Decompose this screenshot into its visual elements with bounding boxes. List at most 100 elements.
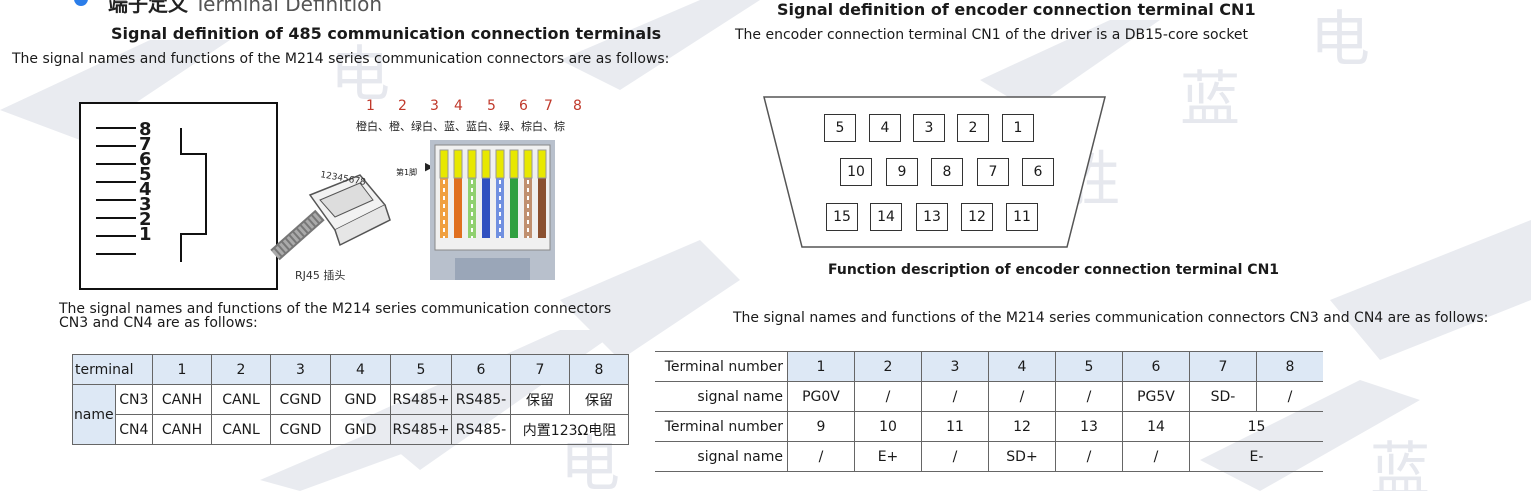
table-row: CN4 CANH CANL CGND GND RS485+ RS485- 内置1… bbox=[73, 414, 629, 445]
table-cell: 5 bbox=[1055, 351, 1123, 382]
cn3-cn4-signal-table: terminal 1 2 3 4 5 6 7 8 name CN3 CANH C… bbox=[72, 354, 629, 445]
header-bullet bbox=[74, 0, 88, 6]
db15-pin: 7 bbox=[977, 158, 1009, 186]
table-header-cell: 4 bbox=[330, 354, 391, 385]
table-cell: 13 bbox=[1055, 411, 1123, 442]
table-cell: / bbox=[1122, 441, 1190, 472]
encoder-signal-table: Terminal number 1 2 3 4 5 6 7 8 signal n… bbox=[655, 351, 1323, 472]
db15-pin: 14 bbox=[870, 203, 902, 231]
table-header-terminal: terminal bbox=[72, 354, 153, 385]
left-subtitle: The signal names and functions of the M2… bbox=[12, 51, 670, 67]
watermark-char-4: 蓝 bbox=[1180, 65, 1240, 135]
table-header-cell: 7 bbox=[510, 354, 570, 385]
table-cell: CANL bbox=[211, 384, 271, 415]
table-cell: 14 bbox=[1122, 411, 1190, 442]
table-conn-cell: CN3 bbox=[114, 384, 154, 415]
row-label: Terminal number bbox=[655, 351, 788, 382]
db15-pin: 8 bbox=[931, 158, 963, 186]
header-partial-title: 端子定义 Terminal Definition bbox=[108, 0, 382, 17]
table-cell: / bbox=[921, 381, 989, 412]
db15-pin: 4 bbox=[869, 114, 901, 142]
pin-label: 5 bbox=[139, 164, 152, 185]
table-cell: / bbox=[1055, 441, 1123, 472]
table-row: signal name PG0V / / / / PG5V SD- / bbox=[655, 381, 1323, 412]
table-cell: 1 bbox=[787, 351, 855, 382]
table-cell: CGND bbox=[270, 384, 331, 415]
table-header-cell: 1 bbox=[152, 354, 212, 385]
table-cell: / bbox=[988, 381, 1056, 412]
rj45-pin-num: 4 bbox=[454, 98, 463, 114]
db15-pin: 9 bbox=[886, 158, 918, 186]
table-cell: / bbox=[921, 441, 989, 472]
pin-label: 3 bbox=[139, 194, 152, 215]
db15-pin: 10 bbox=[840, 158, 872, 186]
table-cell: CANH bbox=[152, 414, 212, 445]
table-cell: / bbox=[1055, 381, 1123, 412]
row-label: Terminal number bbox=[655, 411, 788, 442]
table-cell: PG5V bbox=[1122, 381, 1190, 412]
header-title-en: Terminal Definition bbox=[194, 0, 383, 16]
db15-pin: 1 bbox=[1002, 114, 1034, 142]
rj45-pin1-arrow-icon: ▶ bbox=[425, 160, 434, 173]
table-cell: GND bbox=[330, 414, 391, 445]
table-cell: CANH bbox=[152, 384, 212, 415]
rj45-pin-num: 7 bbox=[544, 98, 553, 114]
table-cell: RS485+ bbox=[390, 384, 452, 415]
table-cell: SD+ bbox=[988, 441, 1056, 472]
rj45-pin-num: 3 bbox=[430, 98, 439, 114]
table-cell: 内置123Ω电阻 bbox=[510, 414, 629, 445]
table-row: name CN3 CANH CANL CGND GND RS485+ RS485… bbox=[72, 384, 629, 445]
db15-pin: 2 bbox=[957, 114, 989, 142]
table-name-label: name bbox=[72, 384, 116, 445]
pin-label: 8 bbox=[139, 119, 152, 140]
rj45-jack-svg bbox=[96, 127, 207, 262]
rj45-plug-illustration: 12345678 RJ45 插头 bbox=[270, 170, 391, 282]
table-cell: E- bbox=[1189, 441, 1323, 472]
table-cell: 7 bbox=[1189, 351, 1257, 382]
db15-pin: 6 bbox=[1022, 158, 1054, 186]
watermark-char-3: 电 bbox=[1310, 5, 1370, 75]
rj45-pin1-label: 第1脚 bbox=[396, 168, 418, 177]
table-header-cell: 3 bbox=[270, 354, 331, 385]
table-header-cell: 2 bbox=[211, 354, 271, 385]
table-row: Terminal number 9 10 11 12 13 14 15 bbox=[655, 411, 1323, 442]
right-table-intro: The signal names and functions of the M2… bbox=[733, 310, 1489, 326]
table-row: signal name / E+ / SD+ / / E- bbox=[655, 441, 1323, 472]
rj45-wire-colors: 橙白、橙、绿白、蓝、蓝白、绿、棕白、棕 bbox=[356, 120, 565, 133]
table-cell: / bbox=[854, 381, 922, 412]
table-cell: 保留 bbox=[569, 384, 629, 415]
pin-label: 2 bbox=[139, 209, 152, 230]
table-header-cell: 6 bbox=[451, 354, 511, 385]
pin-label: 6 bbox=[139, 149, 152, 170]
db15-pin: 15 bbox=[826, 203, 858, 231]
table-cell: 9 bbox=[787, 411, 855, 442]
table-cell: 12 bbox=[988, 411, 1056, 442]
rj45-pin-num: 1 bbox=[366, 98, 375, 114]
table-cell: 15 bbox=[1189, 411, 1323, 442]
table-row: terminal 1 2 3 4 5 6 7 8 bbox=[72, 354, 629, 385]
pin-label: 7 bbox=[139, 134, 152, 155]
pin-label: 1 bbox=[139, 224, 152, 245]
db15-pin: 11 bbox=[1006, 203, 1038, 231]
table-cell: 4 bbox=[988, 351, 1056, 382]
table-header-cell: 8 bbox=[569, 354, 629, 385]
table-row: Terminal number 1 2 3 4 5 6 7 8 bbox=[655, 351, 1323, 382]
table-cell: / bbox=[787, 441, 855, 472]
right-subtitle: The encoder connection terminal CN1 of t… bbox=[735, 27, 1249, 43]
rj45-pin-num: 5 bbox=[487, 98, 496, 114]
table-cell: 2 bbox=[854, 351, 922, 382]
function-caption: Function description of encoder connecti… bbox=[828, 262, 1280, 278]
table-cell: CGND bbox=[270, 414, 331, 445]
db15-pin: 13 bbox=[916, 203, 948, 231]
rj45-pin-num: 2 bbox=[398, 98, 407, 114]
db15-pin: 5 bbox=[824, 114, 856, 142]
table-cell: 保留 bbox=[510, 384, 570, 415]
db15-pin: 12 bbox=[961, 203, 993, 231]
table-cell: 11 bbox=[921, 411, 989, 442]
left-table-intro: The signal names and functions of the M2… bbox=[59, 301, 612, 331]
table-cell: 10 bbox=[854, 411, 922, 442]
table-cell: RS485- bbox=[451, 384, 511, 415]
table-cell: RS485+ bbox=[390, 414, 452, 445]
table-header-cell: 5 bbox=[390, 354, 452, 385]
row-label: signal name bbox=[655, 441, 788, 472]
